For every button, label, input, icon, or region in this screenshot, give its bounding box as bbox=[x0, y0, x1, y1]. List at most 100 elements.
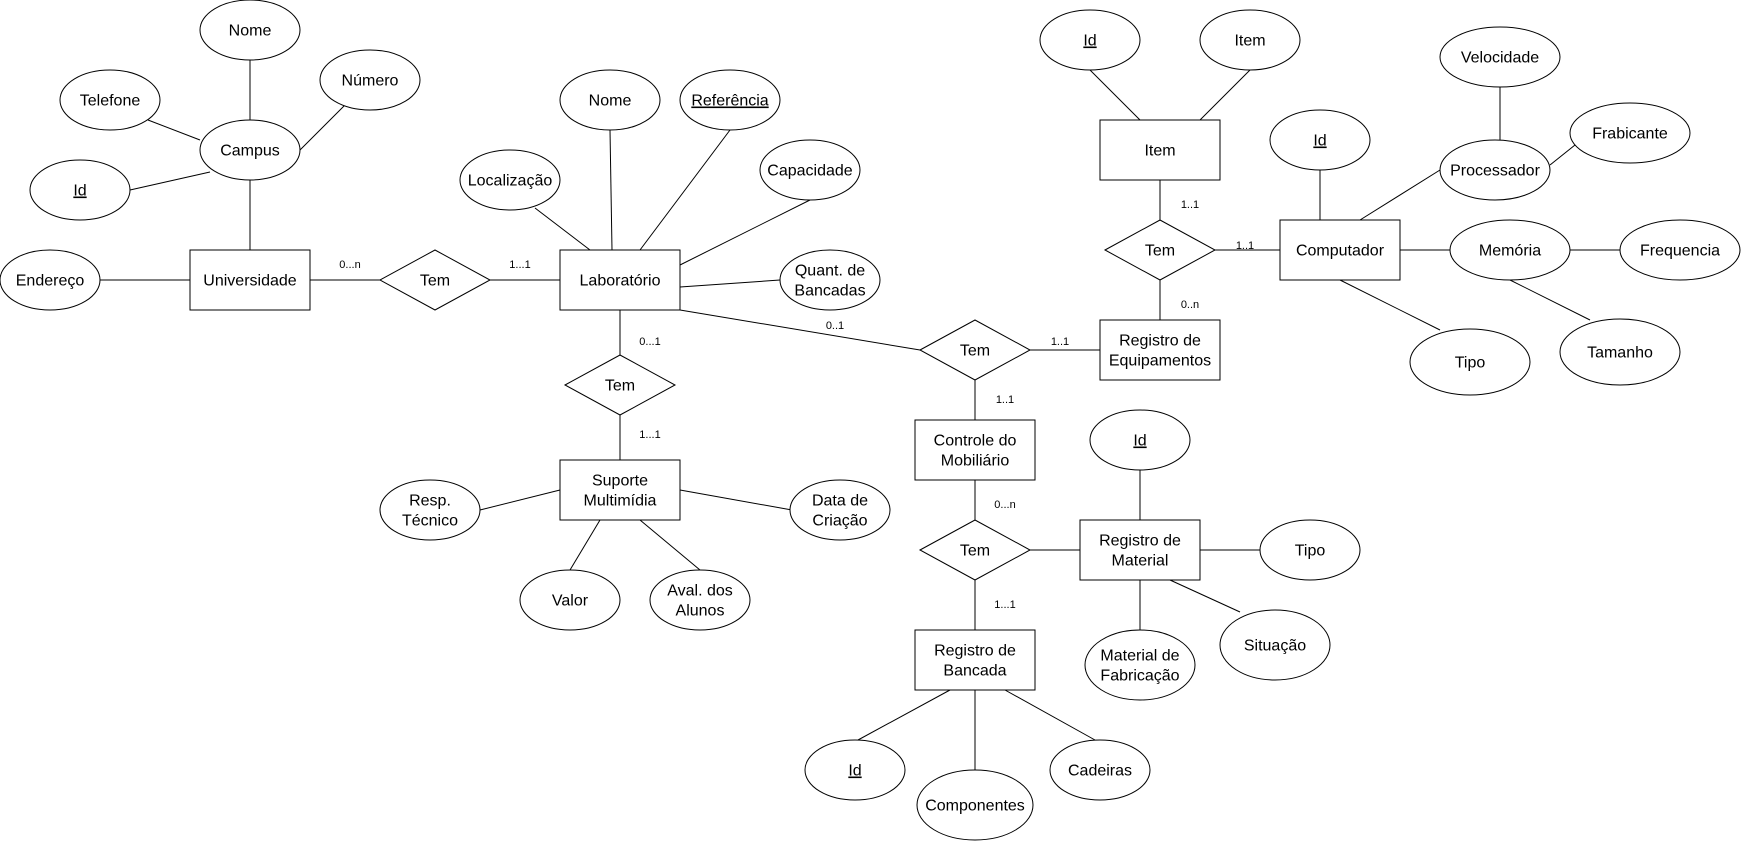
connector-line bbox=[639, 519, 701, 571]
connector-lines bbox=[100, 60, 1620, 770]
relationship-label: Tem bbox=[605, 378, 635, 395]
entity-label: Universidade bbox=[203, 273, 296, 290]
relationship-tem-ctrl[interactable]: Tem bbox=[918, 519, 1032, 581]
attribute-label: Capacidade bbox=[767, 163, 853, 180]
attribute-a-banc-comp[interactable]: Componentes bbox=[916, 769, 1034, 841]
connector-line bbox=[679, 309, 921, 351]
entity-box bbox=[1099, 319, 1221, 381]
attribute-a-lab-loc[interactable]: Localização bbox=[459, 149, 561, 211]
attribute-ellipse bbox=[1439, 139, 1551, 201]
attribute-a-mat-tipo[interactable]: Tipo bbox=[1259, 519, 1361, 581]
relationship-tem-lab-reg[interactable]: Tem bbox=[918, 319, 1032, 381]
attribute-a-comp-fab[interactable]: Frabicante bbox=[1569, 102, 1691, 164]
attribute-label: Situação bbox=[1244, 638, 1306, 655]
attribute-ellipse bbox=[59, 69, 161, 131]
attribute-ellipse bbox=[779, 249, 881, 311]
cardinality-label: 1..1 bbox=[996, 394, 1014, 406]
attribute-label: Número bbox=[342, 73, 399, 90]
attribute-label: Quant. de bbox=[795, 263, 865, 280]
attribute-a-sup-resp[interactable]: Resp.Técnico bbox=[379, 479, 481, 541]
entity-reg-equip[interactable]: Registro de Equipamentos bbox=[1099, 319, 1221, 381]
attribute-label: Fabricação bbox=[1100, 668, 1179, 685]
attribute-label: Item bbox=[1234, 33, 1265, 50]
relationship-diamond bbox=[378, 249, 492, 311]
attribute-a-sup-valor[interactable]: Valor bbox=[519, 569, 621, 631]
attribute-a-comp-id[interactable]: Id bbox=[1269, 109, 1371, 171]
attribute-ellipse bbox=[1199, 9, 1301, 71]
cardinality-label: 0...n bbox=[339, 259, 360, 271]
attribute-a-comp-tam[interactable]: Tamanho bbox=[1559, 318, 1681, 386]
attribute-ellipse bbox=[1269, 109, 1371, 171]
relationship-tem-item-comp[interactable]: Tem bbox=[1103, 219, 1217, 281]
entity-computador[interactable]: Computador bbox=[1279, 219, 1401, 281]
attribute-label: Aval. dos bbox=[667, 583, 733, 600]
attribute-ellipse bbox=[1259, 519, 1361, 581]
connector-line bbox=[1359, 169, 1441, 221]
attribute-a-comp-tipo[interactable]: Tipo bbox=[1409, 328, 1531, 396]
connector-line bbox=[1509, 279, 1591, 321]
attribute-a-mat-sit[interactable]: Situação bbox=[1219, 609, 1331, 681]
attribute-a-uni-tel[interactable]: Telefone bbox=[59, 69, 161, 131]
attribute-a-lab-cap[interactable]: Capacidade bbox=[759, 139, 861, 201]
attribute-label: Campus bbox=[220, 143, 280, 160]
attribute-a-comp-proc[interactable]: Processador bbox=[1439, 139, 1551, 201]
attribute-a-comp-vel[interactable]: Velocidade bbox=[1439, 26, 1561, 88]
attribute-label: Bancadas bbox=[794, 283, 865, 300]
attribute-a-uni-nome[interactable]: Nome bbox=[199, 0, 301, 61]
entity-universidade[interactable]: Universidade bbox=[189, 249, 311, 311]
entity-label: Controle do bbox=[934, 433, 1017, 450]
connector-line bbox=[1169, 579, 1241, 613]
attribute-a-comp-mem[interactable]: Memória bbox=[1449, 219, 1571, 281]
connector-line bbox=[679, 279, 781, 288]
entity-box bbox=[914, 419, 1036, 481]
entity-label: Registro de bbox=[1119, 333, 1201, 350]
entity-box bbox=[914, 629, 1036, 691]
entity-label: Registro de bbox=[1099, 533, 1181, 550]
cardinality-label: 0...n bbox=[994, 499, 1015, 511]
relationship-tem-uni-lab[interactable]: Tem bbox=[378, 249, 492, 311]
entity-laboratorio[interactable]: Laboratório bbox=[559, 249, 681, 311]
relationship-tem-lab-sup[interactable]: Tem bbox=[563, 354, 677, 416]
attribute-a-uni-num[interactable]: Número bbox=[319, 49, 421, 111]
connector-line bbox=[569, 519, 601, 571]
cardinality-label: 1...1 bbox=[509, 259, 530, 271]
attribute-a-lab-nome[interactable]: Nome bbox=[559, 69, 661, 131]
attribute-a-uni-id[interactable]: Id bbox=[29, 159, 131, 221]
attribute-a-lab-ref[interactable]: Referência bbox=[679, 69, 781, 131]
attribute-a-item-item[interactable]: Item bbox=[1199, 9, 1301, 71]
entity-box bbox=[559, 249, 681, 311]
attribute-label: Alunos bbox=[676, 603, 725, 620]
attribute-a-banc-id[interactable]: Id bbox=[804, 739, 906, 801]
attribute-a-comp-freq[interactable]: Frequencia bbox=[1619, 219, 1741, 281]
attribute-a-uni-end[interactable]: Endereço bbox=[0, 249, 101, 311]
connector-line bbox=[857, 689, 951, 741]
entity-label: Registro de bbox=[934, 643, 1016, 660]
attribute-a-lab-quant[interactable]: Quant. de Bancadas bbox=[779, 249, 881, 311]
key-attribute-label: Id bbox=[1133, 433, 1146, 450]
attribute-a-banc-cad[interactable]: Cadeiras bbox=[1049, 739, 1151, 801]
entity-item[interactable]: Item bbox=[1099, 119, 1221, 181]
attribute-label: Data de bbox=[812, 493, 868, 510]
attribute-a-item-id[interactable]: Id bbox=[1039, 9, 1141, 71]
entity-label: Equipamentos bbox=[1109, 353, 1211, 370]
attribute-a-mat-id[interactable]: Id bbox=[1089, 409, 1191, 471]
attribute-ellipse bbox=[1219, 609, 1331, 681]
attribute-label: Processador bbox=[1450, 163, 1540, 180]
attribute-ellipse bbox=[29, 159, 131, 221]
attribute-ellipse bbox=[916, 769, 1034, 841]
connector-line bbox=[679, 489, 793, 511]
attribute-a-campus[interactable]: Campus bbox=[199, 119, 301, 181]
connector-line bbox=[639, 129, 731, 251]
entity-label: Item bbox=[1144, 143, 1175, 160]
attribute-label: Frequencia bbox=[1640, 243, 1720, 260]
attribute-label: Memória bbox=[1479, 243, 1541, 260]
